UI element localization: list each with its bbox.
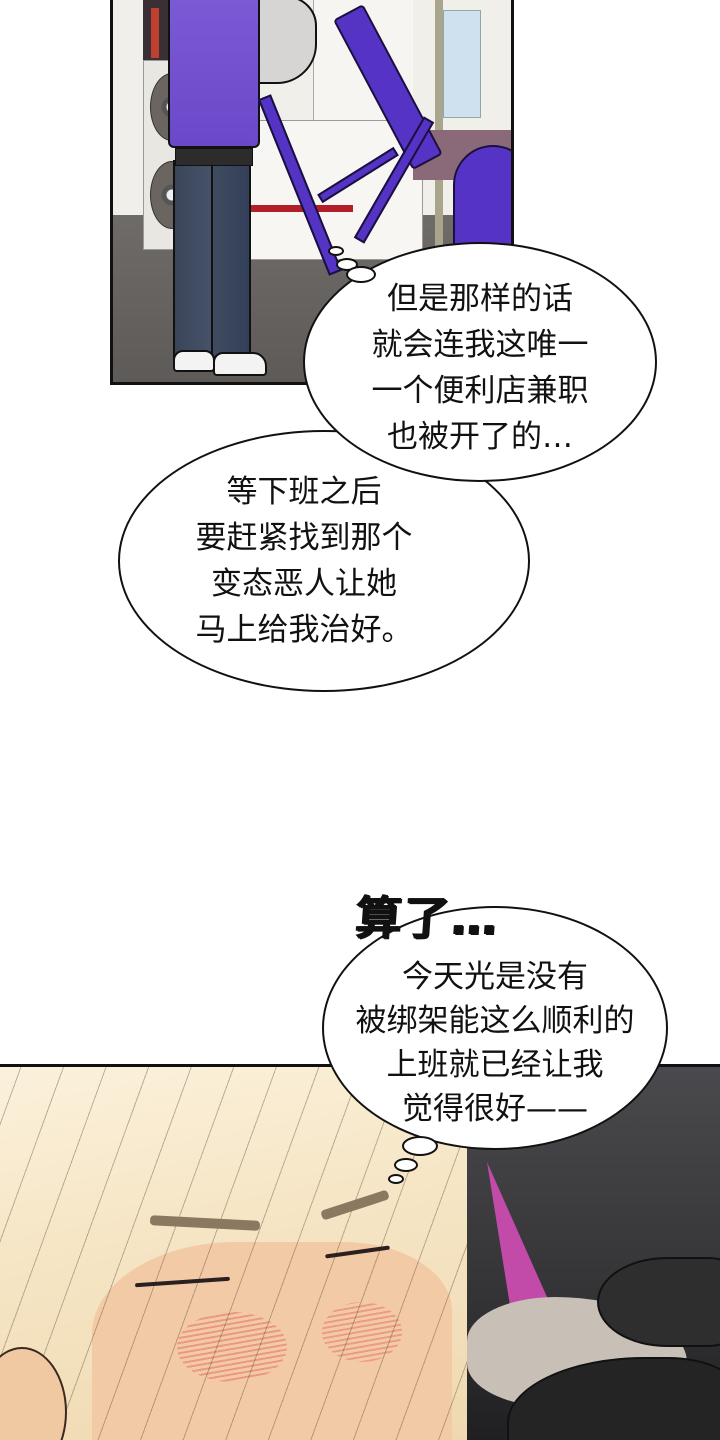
thought-trail-dot: [346, 266, 376, 283]
counter-red-stripe: [203, 205, 353, 212]
bubble-text-line: 上班就已经让我: [386, 1047, 604, 1083]
person-left-leg: [173, 160, 213, 360]
bubble-text-line: 变态恶人让她: [211, 566, 397, 602]
door-frame: [435, 0, 443, 250]
person-belt: [175, 148, 253, 166]
wall-sign: [443, 10, 481, 118]
thought-trail-dot: [402, 1136, 438, 1156]
thought-trail-dot: [388, 1174, 404, 1184]
bubble-text-line: 也被开了的…: [387, 419, 573, 455]
panel-1-store-scene: [110, 0, 514, 385]
thought-bubble-3: 今天光是没有 被绑架能这么顺利的 上班就已经让我 觉得很好——: [322, 906, 668, 1150]
black-glove-fingers: [597, 1257, 720, 1347]
bubble-text-line: 被绑架能这么顺利的: [355, 1003, 635, 1039]
blush-left: [177, 1312, 287, 1382]
blush-right: [322, 1302, 402, 1362]
bubble-text-line: 等下班之后: [226, 474, 382, 510]
person-left-shoe: [173, 350, 215, 372]
character-face: [92, 1242, 452, 1440]
panel-2-closeup: [0, 1064, 720, 1440]
bubble-text-line: 今天光是没有: [402, 959, 588, 995]
bubble-text-line: 但是那样的话: [387, 281, 573, 317]
bubble-text-line: 觉得很好——: [402, 1091, 588, 1127]
person-purple-vest: [168, 0, 260, 148]
purple-table: [453, 145, 511, 255]
store-poster: [143, 0, 169, 70]
bubble-text-line: 一个便利店兼职: [371, 373, 589, 409]
bubble-text-line: 就会连我这唯一: [371, 327, 589, 363]
bubble-text-line: 要赶紧找到那个: [195, 520, 413, 556]
sfx-text: 算了…: [353, 891, 502, 945]
thought-trail-dot: [328, 246, 344, 256]
person-right-shoe: [213, 352, 267, 376]
thought-trail-dot: [394, 1158, 418, 1172]
bubble-text-line: 马上给我治好。: [195, 612, 413, 648]
person-right-leg: [211, 160, 251, 360]
hair-strands: [0, 1067, 467, 1440]
blonde-hair: [0, 1067, 467, 1440]
thought-bubble-1: 但是那样的话 就会连我这唯一 一个便利店兼职 也被开了的…: [303, 242, 657, 482]
